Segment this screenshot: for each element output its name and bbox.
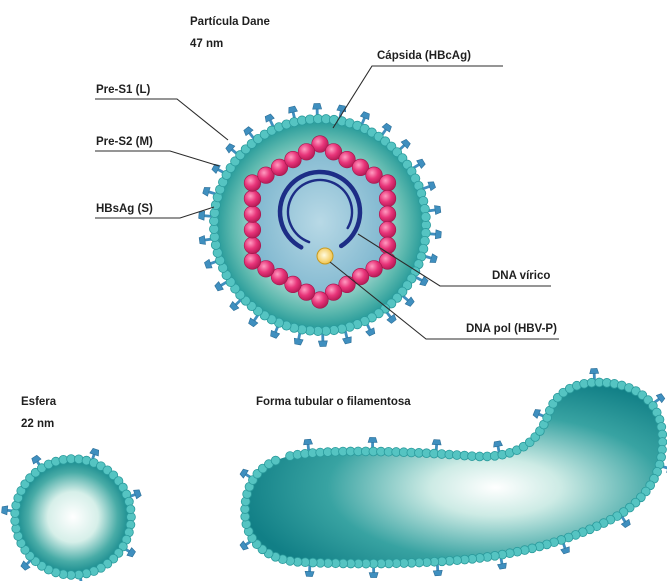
dane-size: 47 nm bbox=[190, 38, 223, 50]
capsid-bead bbox=[379, 237, 396, 254]
label-pre-s2: Pre-S2 (M) bbox=[96, 136, 153, 148]
membrane-bead bbox=[421, 212, 430, 221]
capsid-bead bbox=[244, 222, 261, 239]
dna-polymerase bbox=[317, 248, 333, 264]
capsid-bead bbox=[379, 222, 396, 239]
leader-capsid bbox=[333, 66, 503, 128]
membrane-bead bbox=[271, 456, 280, 465]
dane-particle bbox=[199, 103, 442, 346]
capsid-bead bbox=[244, 237, 261, 254]
leader-pre-s1 bbox=[95, 99, 228, 140]
capsid-bead bbox=[244, 206, 261, 223]
capsid-bead bbox=[298, 144, 315, 161]
label-hbsag: HBsAg (S) bbox=[96, 203, 153, 215]
capsid-bead bbox=[379, 175, 396, 192]
tubular-interior bbox=[245, 382, 663, 563]
capsid-bead bbox=[244, 253, 261, 270]
capsid-bead bbox=[244, 190, 261, 207]
capsid-bead bbox=[379, 206, 396, 223]
sphere-title: Esfera bbox=[21, 396, 57, 408]
membrane-bead bbox=[126, 505, 135, 514]
label-pre-s1: Pre-S1 (L) bbox=[96, 84, 150, 96]
capsid-bead bbox=[379, 190, 396, 207]
sphere-particle bbox=[1, 448, 141, 581]
leader-pre-s2 bbox=[95, 151, 219, 166]
label-dna-pol: DNA pol (HBV-P) bbox=[466, 323, 557, 335]
dane-title: Partícula Dane bbox=[190, 16, 270, 28]
sphere-size: 22 nm bbox=[21, 418, 54, 430]
tubular-title: Forma tubular o filamentosa bbox=[256, 396, 411, 408]
label-dna-virico: DNA vírico bbox=[492, 270, 550, 282]
label-capsid: Cápsida (HBcAg) bbox=[377, 50, 471, 62]
